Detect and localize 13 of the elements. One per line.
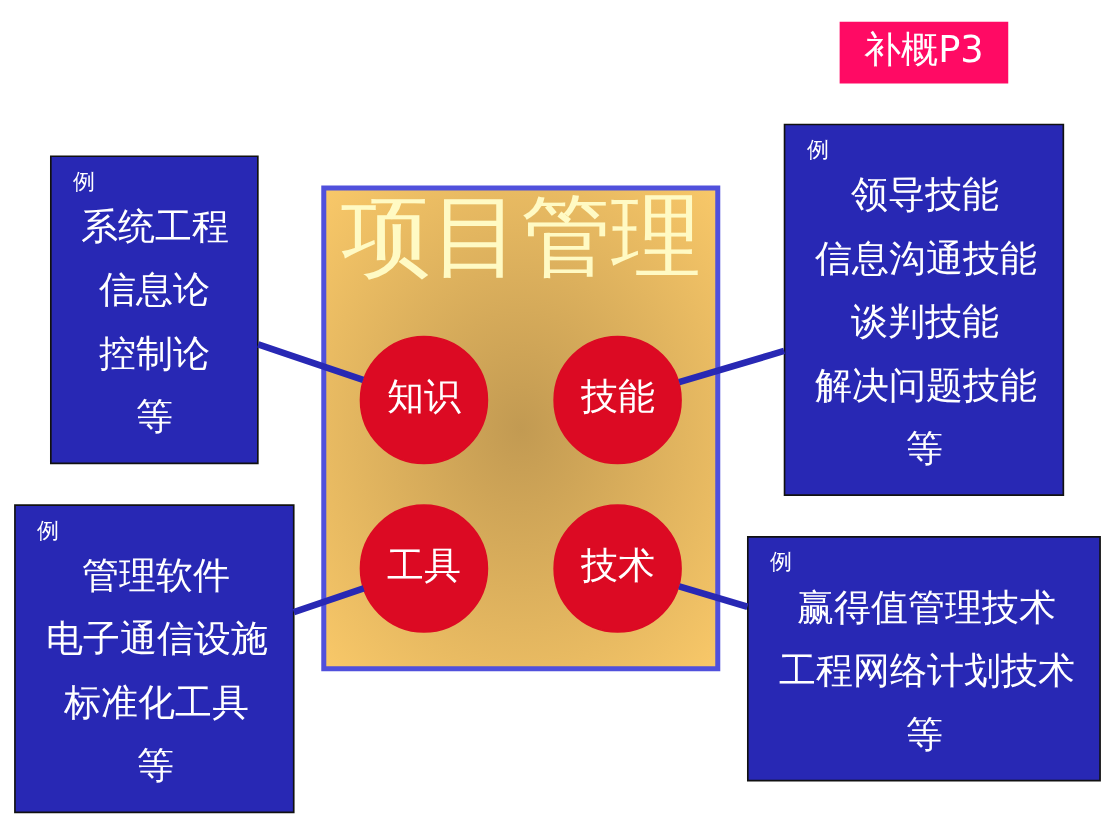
- connector: [257, 341, 365, 384]
- connector: [678, 347, 786, 386]
- node-box: 补概P3: [839, 21, 1009, 84]
- connector: [678, 583, 749, 610]
- node-box: 例 赢得值管理技术 工程网络计划技术 等: [747, 536, 1101, 782]
- node-box: 例 领导技能 信息沟通技能 谈判技能 解决问题技能 等: [783, 123, 1065, 496]
- node-box: 例 系统工程 信息论 控制论 等: [50, 155, 259, 465]
- node-circle: 技能: [553, 335, 682, 465]
- connector: [292, 585, 365, 616]
- node-circle: 知识: [359, 335, 489, 465]
- node-circle: 技术: [553, 504, 682, 633]
- node-circle: 工具: [359, 504, 489, 633]
- node-box: 例 管理软件 电子通信设施 标准化工具 等: [14, 504, 295, 814]
